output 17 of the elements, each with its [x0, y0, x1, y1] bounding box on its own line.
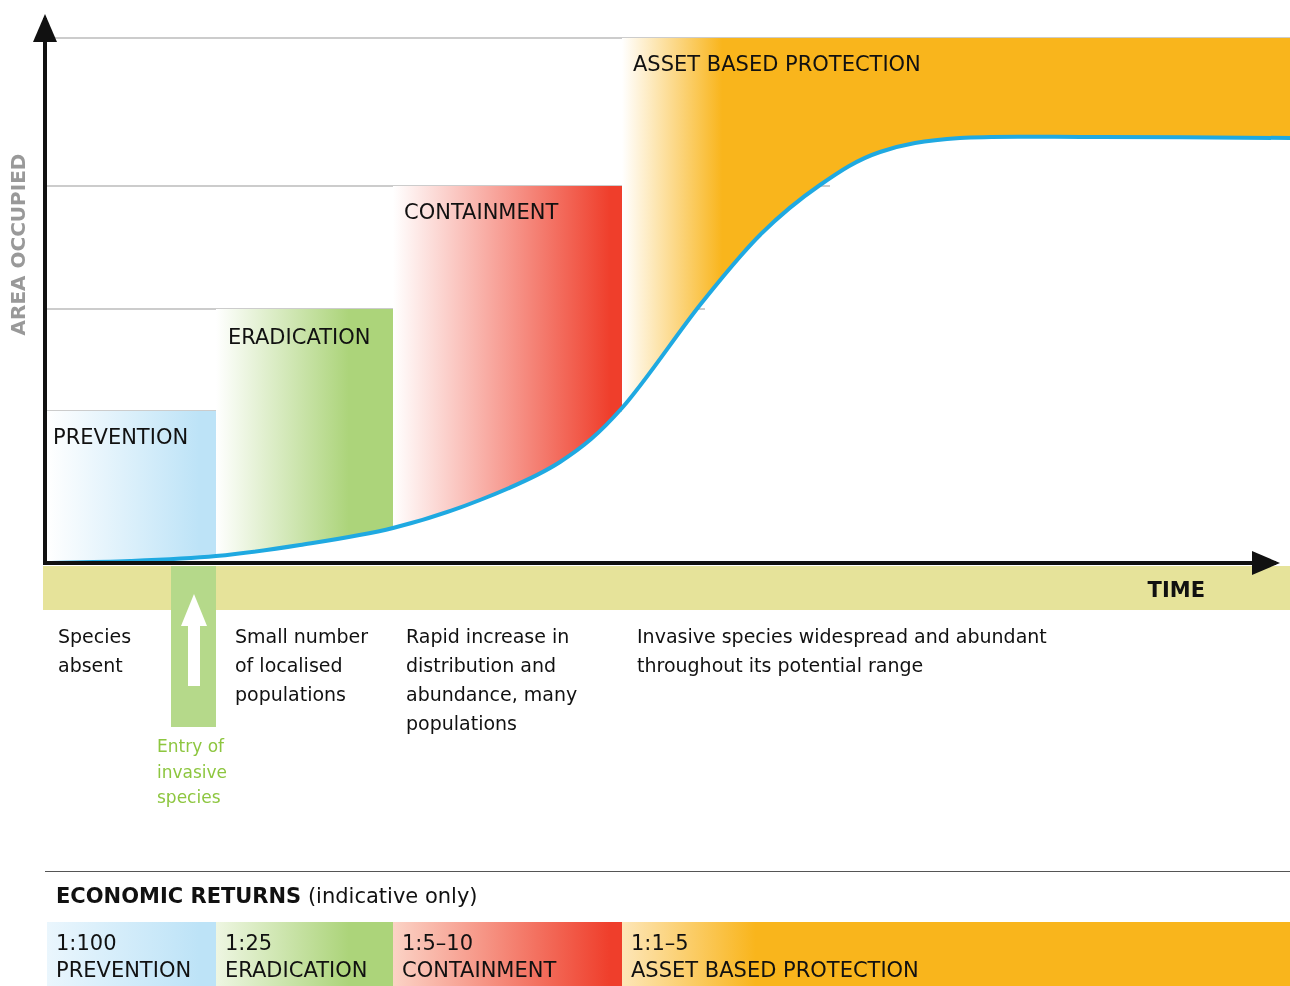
- return-ratio-cell: 1:1–5 ASSET BASED PROTECTION: [622, 922, 1290, 986]
- return-ratio-cell: 1:25 ERADICATION: [216, 922, 393, 986]
- zone-label: PREVENTION: [53, 425, 189, 449]
- entry-caption: Entry of invasive species: [157, 735, 229, 809]
- stage-description: Species absent: [58, 624, 133, 678]
- section-heading: ECONOMIC RETURNS (indicative only): [56, 883, 479, 910]
- zone-label: ASSET BASED PROTECTION: [633, 52, 921, 76]
- return-ratio-cell: 1:5–10 CONTAINMENT: [393, 922, 622, 986]
- stage-description: Small number of localised populations: [235, 624, 369, 707]
- return-ratio-cell: 1:100 PREVENTION: [47, 922, 216, 986]
- zone-label: ERADICATION: [228, 325, 371, 349]
- zone-label: CONTAINMENT: [404, 200, 559, 224]
- axis-title: AREA OCCUPIED: [4, 152, 31, 338]
- zone-band: [47, 411, 216, 563]
- stage-description: Rapid increase in distribution and abundance, many populations: [406, 624, 579, 736]
- stage-description: Invasive species widespread and abundant throughout its potential range: [637, 624, 1048, 678]
- axis-title: TIME: [1146, 577, 1205, 604]
